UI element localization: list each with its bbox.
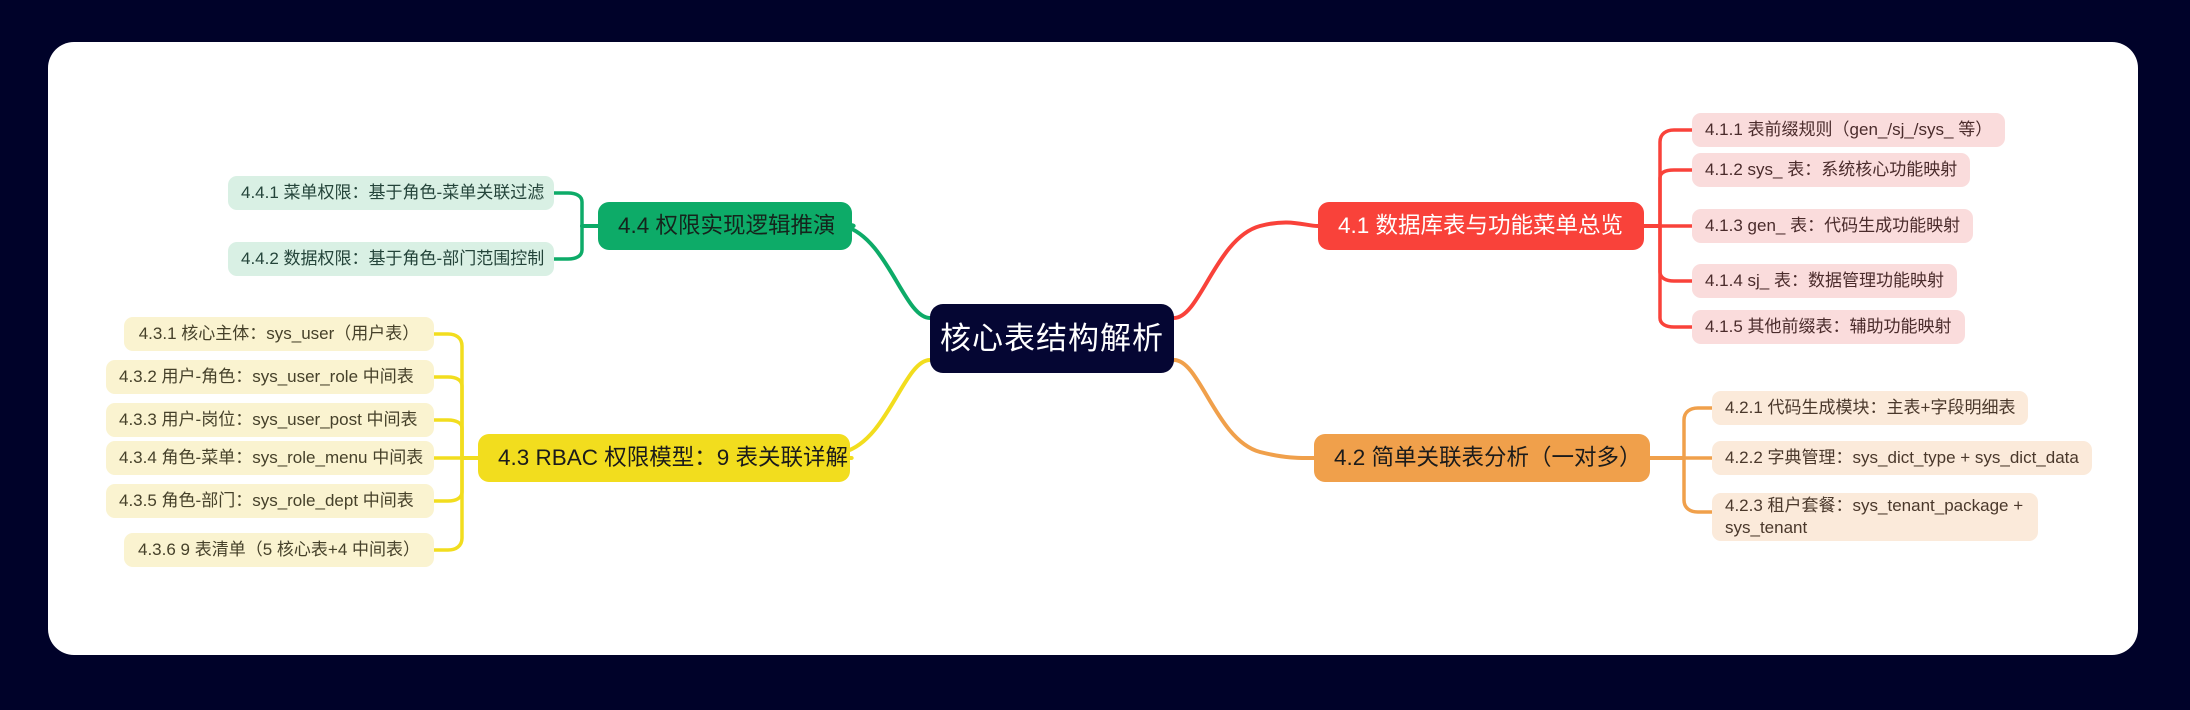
leaf-node-4-1-1[interactable]: 4.1.1 表前缀规则（gen_/sj_/sys_ 等） [1692,113,2006,147]
leaf-node-4-3-6[interactable]: 4.3.6 9 表清单（5 核心表+4 中间表） [124,533,434,567]
branch-node-4-3-label: 4.3 RBAC 权限模型：9 表关联详解 [498,444,849,470]
leaf-node-4-1-2[interactable]: 4.1.2 sys_ 表：系统核心功能映射 [1692,153,1971,187]
leaf-node-4-3-4-label: 4.3.4 角色-菜单：sys_role_menu 中间表 [119,448,424,468]
leaf-node-4-1-4-label: 4.1.4 sj_ 表：数据管理功能映射 [1705,271,1944,291]
leaf-node-4-1-1-label: 4.1.1 表前缀规则（gen_/sj_/sys_ 等） [1705,120,1993,140]
leaf-node-4-2-2[interactable]: 4.2.2 字典管理：sys_dict_type + sys_dict_data [1712,441,2092,475]
leaf-node-4-1-5-label: 4.1.5 其他前缀表：辅助功能映射 [1705,317,1952,337]
leaf-node-4-2-2-label: 4.2.2 字典管理：sys_dict_type + sys_dict_data [1725,448,2079,468]
leaf-node-4-3-3[interactable]: 4.3.3 用户-岗位：sys_user_post 中间表 [106,403,434,437]
leaf-node-4-2-1[interactable]: 4.2.1 代码生成模块：主表+字段明细表 [1712,391,2029,425]
leaf-node-4-3-2[interactable]: 4.3.2 用户-角色：sys_user_role 中间表 [106,360,434,394]
leaf-node-4-1-2-label: 4.1.2 sys_ 表：系统核心功能映射 [1705,160,1958,180]
leaf-node-4-3-1[interactable]: 4.3.1 核心主体：sys_user（用户表） [124,317,434,351]
branch-node-4-1-label: 4.1 数据库表与功能菜单总览 [1338,212,1624,238]
branch-node-4-3[interactable]: 4.3 RBAC 权限模型：9 表关联详解 [478,434,850,482]
leaf-node-4-3-2-label: 4.3.2 用户-角色：sys_user_role 中间表 [119,367,414,387]
leaf-node-4-4-2[interactable]: 4.4.2 数据权限：基于角色-部门范围控制 [228,242,554,276]
leaf-node-4-4-2-label: 4.4.2 数据权限：基于角色-部门范围控制 [241,249,545,269]
leaf-node-4-2-3[interactable]: 4.2.3 租户套餐：sys_tenant_package + sys_tena… [1712,493,2038,541]
branch-node-4-2-label: 4.2 简单关联表分析（一对多） [1334,444,1642,470]
leaf-node-4-1-4[interactable]: 4.1.4 sj_ 表：数据管理功能映射 [1692,264,1957,298]
leaf-node-4-3-6-label: 4.3.6 9 表清单（5 核心表+4 中间表） [138,540,420,560]
branch-node-4-4[interactable]: 4.4 权限实现逻辑推演 [598,202,852,250]
leaf-node-4-3-1-label: 4.3.1 核心主体：sys_user（用户表） [138,324,420,344]
leaf-node-4-1-3-label: 4.1.3 gen_ 表：代码生成功能映射 [1705,216,1961,236]
leaf-node-4-2-3-label: 4.2.3 租户套餐：sys_tenant_package + sys_tena… [1725,496,2024,537]
root-node[interactable]: 核心表结构解析 [930,304,1174,373]
leaf-node-4-3-4[interactable]: 4.3.4 角色-菜单：sys_role_menu 中间表 [106,441,434,475]
leaf-node-4-3-5[interactable]: 4.3.5 角色-部门：sys_role_dept 中间表 [106,484,434,518]
leaf-node-4-3-5-label: 4.3.5 角色-部门：sys_role_dept 中间表 [119,491,414,511]
leaf-node-4-1-3[interactable]: 4.1.3 gen_ 表：代码生成功能映射 [1692,209,1974,243]
leaf-node-4-4-1[interactable]: 4.4.1 菜单权限：基于角色-菜单关联过滤 [228,176,554,210]
leaf-node-4-1-5[interactable]: 4.1.5 其他前缀表：辅助功能映射 [1692,310,1965,344]
branch-node-4-2[interactable]: 4.2 简单关联表分析（一对多） [1314,434,1650,482]
leaf-node-4-4-1-label: 4.4.1 菜单权限：基于角色-菜单关联过滤 [241,183,545,203]
branch-node-4-4-label: 4.4 权限实现逻辑推演 [618,212,836,238]
leaf-node-4-2-1-label: 4.2.1 代码生成模块：主表+字段明细表 [1725,398,2016,418]
leaf-node-4-3-3-label: 4.3.3 用户-岗位：sys_user_post 中间表 [119,410,418,430]
root-node-label: 核心表结构解析 [940,320,1164,356]
branch-node-4-1[interactable]: 4.1 数据库表与功能菜单总览 [1318,202,1644,250]
